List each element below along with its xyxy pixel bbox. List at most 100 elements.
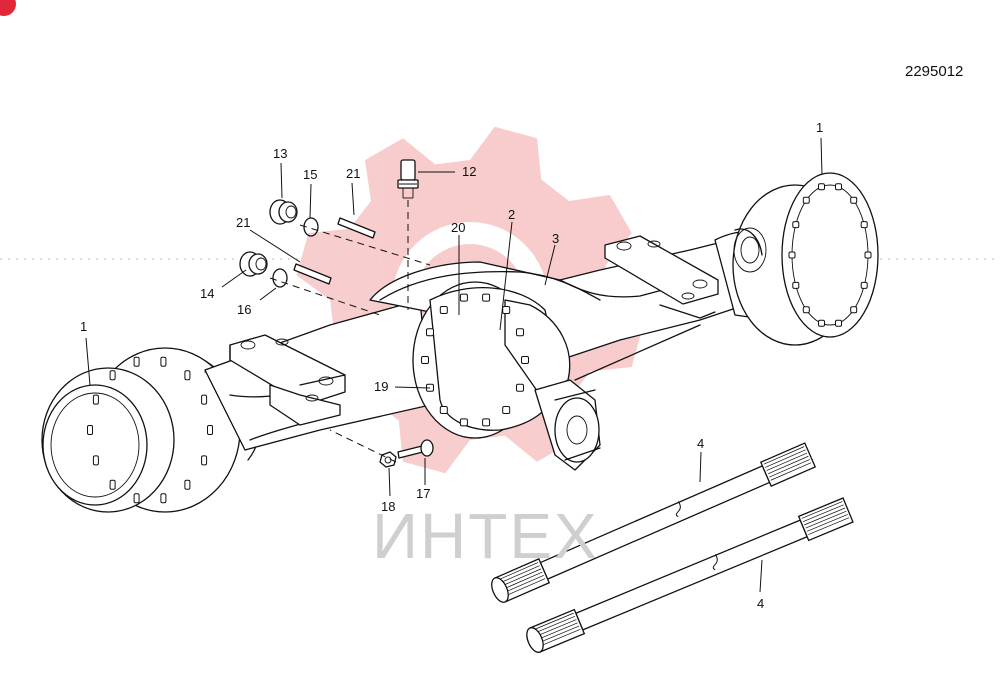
hub-bolt bbox=[860, 281, 868, 289]
callout-20: 20 bbox=[451, 220, 465, 235]
hub-bolt bbox=[426, 328, 434, 337]
hub-bolt bbox=[207, 425, 213, 435]
hub-bolt bbox=[516, 328, 524, 337]
leader-lines bbox=[85, 137, 823, 593]
leader-3 bbox=[544, 244, 556, 286]
hub-bolt bbox=[160, 493, 167, 504]
hub-bolt bbox=[850, 196, 858, 204]
callout-21-upper: 21 bbox=[346, 166, 360, 181]
hub-bolt bbox=[482, 418, 491, 427]
hub-bolt bbox=[92, 394, 99, 405]
hub-bolt bbox=[516, 383, 524, 392]
hub-bolt bbox=[160, 356, 167, 367]
assembly-line-plug bbox=[299, 224, 431, 266]
hub-bolt bbox=[860, 221, 868, 229]
hub-bolt bbox=[502, 406, 511, 414]
leader-1-right bbox=[820, 137, 823, 176]
hub-bolt bbox=[439, 406, 448, 414]
callout-2: 2 bbox=[508, 207, 515, 222]
drain-plug-upper bbox=[269, 199, 298, 225]
callout-12: 12 bbox=[462, 164, 476, 179]
o-ring-lower bbox=[272, 268, 288, 288]
leader-4-lower bbox=[759, 559, 763, 593]
differential-bolt-ring bbox=[421, 293, 529, 427]
half-shaft-lower bbox=[526, 497, 854, 653]
leader-19 bbox=[394, 386, 431, 389]
hub-bolt bbox=[201, 455, 208, 466]
hub-bolt bbox=[109, 370, 116, 381]
callout-14: 14 bbox=[200, 286, 214, 301]
hub-bolt bbox=[802, 306, 810, 314]
callout-15: 15 bbox=[303, 167, 317, 182]
hub-bolt bbox=[459, 293, 468, 302]
leader-13 bbox=[280, 162, 283, 199]
hub-bolt bbox=[87, 425, 93, 435]
hub-bolt bbox=[502, 306, 511, 314]
right-hub-bolt-ring bbox=[788, 183, 872, 327]
hub-bolt bbox=[133, 493, 140, 504]
callout-4-lower: 4 bbox=[757, 596, 764, 611]
hub-bolt bbox=[482, 293, 491, 302]
callout-16: 16 bbox=[237, 302, 251, 317]
callout-18: 18 bbox=[381, 499, 395, 514]
callout-1-left: 1 bbox=[80, 319, 87, 334]
callout-3: 3 bbox=[552, 231, 559, 246]
leader-14 bbox=[221, 269, 247, 288]
axle-housing-left bbox=[204, 299, 431, 451]
callout-13: 13 bbox=[273, 146, 287, 161]
watermark-text: ИНТЕХ bbox=[372, 500, 599, 572]
hub-bolt bbox=[439, 306, 448, 314]
callout-4-upper: 4 bbox=[697, 436, 704, 451]
hub-bolt bbox=[521, 356, 529, 364]
corner-badge bbox=[0, 0, 16, 16]
callout-17: 17 bbox=[416, 486, 430, 501]
hub-bolt bbox=[421, 356, 429, 364]
o-ring-upper bbox=[303, 217, 319, 237]
hub-bolt bbox=[792, 221, 800, 229]
hub-bolt bbox=[184, 479, 191, 490]
assembly-line-plug-lower bbox=[269, 277, 381, 316]
leader-1-left bbox=[85, 337, 91, 386]
hub-bolt bbox=[802, 196, 810, 204]
drawing-code: 2295012 bbox=[905, 63, 963, 80]
hub-bolt bbox=[109, 479, 116, 490]
dowel-pin-upper bbox=[337, 217, 376, 239]
left-hub-bolt-ring bbox=[87, 356, 213, 504]
callout-21-lower: 21 bbox=[236, 215, 250, 230]
leader-18 bbox=[388, 467, 391, 497]
hex-nut bbox=[379, 451, 397, 468]
hub-bolt bbox=[92, 455, 99, 466]
hub-bolt bbox=[850, 306, 858, 314]
assembly-line-bolt bbox=[329, 429, 397, 463]
hub-bolt bbox=[201, 394, 208, 405]
breather-valve bbox=[397, 159, 419, 199]
hub-bolt bbox=[788, 251, 796, 259]
dowel-pin-lower bbox=[293, 263, 332, 285]
hub-bolt bbox=[835, 183, 842, 191]
hub-bolt bbox=[792, 281, 800, 289]
leader-15 bbox=[309, 183, 312, 219]
leader-4-upper bbox=[699, 451, 702, 483]
half-shaft-upper bbox=[491, 442, 817, 603]
differential-housing bbox=[412, 281, 601, 471]
leader-16 bbox=[259, 287, 277, 301]
left-wheel-hub bbox=[41, 347, 261, 513]
hub-bolt bbox=[864, 251, 872, 259]
callout-labels: 1 1 2 3 4 4 12 13 14 15 16 17 18 19 20 2… bbox=[80, 120, 823, 611]
drain-plug-lower bbox=[239, 251, 268, 277]
leader-2 bbox=[499, 221, 513, 331]
leader-21-upper bbox=[351, 182, 355, 216]
hub-bolt bbox=[818, 183, 825, 191]
hub-bolt bbox=[459, 418, 468, 427]
callout-19: 19 bbox=[374, 379, 388, 394]
hub-bolt bbox=[184, 370, 191, 381]
leader-21-lower bbox=[249, 229, 301, 263]
hex-bolt bbox=[397, 439, 434, 459]
axle-housing-right bbox=[369, 235, 761, 381]
right-wheel-hub bbox=[714, 172, 879, 346]
hub-bolt bbox=[133, 356, 140, 367]
callout-1-right: 1 bbox=[816, 120, 823, 135]
hub-bolt bbox=[835, 319, 842, 327]
hub-bolt bbox=[818, 319, 825, 327]
